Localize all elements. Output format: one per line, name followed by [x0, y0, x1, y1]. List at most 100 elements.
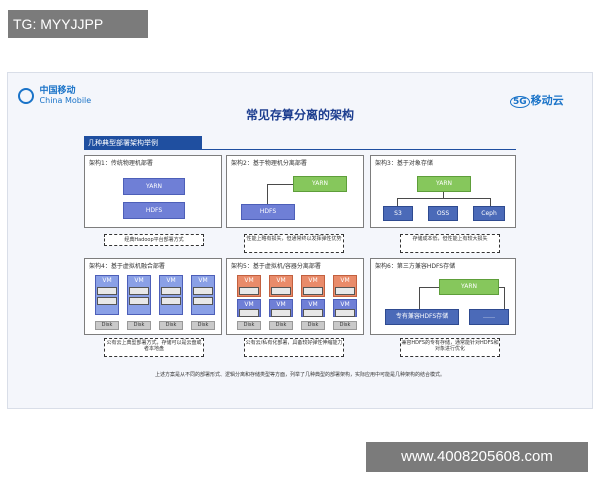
- china-mobile-logo: 中国移动 China Mobile: [18, 86, 91, 105]
- disk-box: Disk: [191, 321, 215, 330]
- vm-box: VM: [301, 299, 325, 317]
- connector-line: [443, 192, 444, 198]
- s3-box: S3: [383, 206, 413, 221]
- section-divider: [84, 149, 516, 150]
- note-arch-5: 公有云/私有化部署，具备较好弹性伸缩能力: [244, 338, 344, 357]
- yarn-box: YARN: [293, 176, 347, 192]
- panel-label: 架构6：第三方兼容HDFS存储: [375, 263, 456, 270]
- other-storage-box: ……: [469, 309, 509, 325]
- vm-label: VM: [276, 301, 286, 308]
- panel-label: 架构4：基于虚拟机融合部署: [89, 263, 165, 270]
- logo-en: China Mobile: [39, 96, 92, 105]
- note-arch-6: 兼容HDFS的专有存储，通常能针对HDFS和对象进行优化: [400, 338, 500, 357]
- vm-service-bar: [129, 287, 149, 295]
- logo-cn: 中国移动: [39, 86, 76, 96]
- connector-line: [267, 184, 293, 185]
- yarn-box: YARN: [439, 279, 499, 295]
- vm-label: VM: [340, 277, 350, 284]
- vm-label: VM: [198, 277, 208, 284]
- vm-service-bar: [97, 297, 117, 305]
- vm-service-bar: [303, 309, 323, 317]
- disk-box: Disk: [95, 321, 119, 330]
- connector-line: [490, 198, 491, 206]
- note-arch-4: 公有云上典型部署方式，存储可以是云盘或者本地盘: [104, 338, 204, 357]
- panel-arch-1: 架构1：传统物理机部署 YARN HDFS: [84, 155, 222, 228]
- panel-arch-3: 架构3：基于对象存储 YARN S3 OSS Ceph: [370, 155, 516, 228]
- yarn-box: YARN: [123, 178, 185, 195]
- panel-label: 架构3：基于对象存储: [375, 160, 433, 167]
- vm-service-bar: [97, 287, 117, 295]
- vm-service-bar: [193, 297, 213, 305]
- vm-label: VM: [102, 277, 112, 284]
- vm-label: VM: [308, 277, 318, 284]
- vm-label: VM: [134, 277, 144, 284]
- note-arch-1: 经典Hadoop平台部署方式: [104, 234, 204, 246]
- vm-box: VM: [301, 275, 325, 297]
- vm-box: VM: [237, 275, 261, 297]
- vm-label: VM: [340, 301, 350, 308]
- vm-service-bar: [161, 287, 181, 295]
- yarn-box: YARN: [417, 176, 471, 192]
- vm-box: VM: [191, 275, 215, 315]
- disk-box: Disk: [159, 321, 183, 330]
- section-label: 几种典型部署架构举例: [84, 136, 202, 150]
- vm-label: VM: [244, 277, 254, 284]
- panel-arch-4: 架构4：基于虚拟机融合部署 VM Disk VM Disk VM Disk VM Disk: [84, 258, 222, 335]
- disk-box: Disk: [237, 321, 261, 330]
- vm-box: VM: [269, 299, 293, 317]
- hdfs-compatible-storage-box: 专有兼容HDFS存储: [385, 309, 459, 325]
- logo-right-name: 移动云: [530, 94, 564, 107]
- vm-service-bar: [335, 309, 355, 317]
- vm-label: VM: [276, 277, 286, 284]
- vm-service-bar: [161, 297, 181, 305]
- connector-line: [499, 287, 505, 288]
- watermark-top: TG: MYYJJPP: [8, 10, 148, 38]
- connector-line: [397, 198, 398, 206]
- panel-arch-6: 架构6：第三方兼容HDFS存储 YARN 专有兼容HDFS存储 ……: [370, 258, 516, 335]
- watermark-bottom: www.4008205608.com: [366, 442, 588, 472]
- connector-line: [397, 198, 491, 199]
- vm-box: VM: [95, 275, 119, 315]
- china-mobile-logo-icon: [18, 87, 34, 104]
- vm-box: VM: [333, 299, 357, 317]
- hdfs-box: HDFS: [123, 202, 185, 219]
- slide-caption: 上述方案是从不同的部署形式、逻辑分离和存储类型等方面，列举了几种典型的部署架构，…: [154, 372, 445, 378]
- vm-service-bar: [239, 287, 259, 295]
- page-title: 常见存算分离的架构: [245, 108, 354, 122]
- vm-box: VM: [237, 299, 261, 317]
- disk-box: Disk: [333, 321, 357, 330]
- vm-service-bar: [335, 287, 355, 295]
- disk-box: Disk: [127, 321, 151, 330]
- connector-line: [419, 287, 420, 309]
- panel-arch-5: 架构5：基于虚拟机/容器分离部署 VM VM Disk VM VM Disk VM VM Dis…: [226, 258, 364, 335]
- vm-label: VM: [244, 301, 254, 308]
- vm-box: VM: [127, 275, 151, 315]
- panel-label: 架构5：基于虚拟机/容器分离部署: [231, 263, 321, 270]
- note-arch-3: 存储成本低，但性能上有较大损失: [400, 234, 500, 253]
- oss-box: OSS: [428, 206, 458, 221]
- panel-label: 架构2：基于物理机分离部署: [231, 160, 307, 167]
- disk-box: Disk: [269, 321, 293, 330]
- vm-service-bar: [271, 287, 291, 295]
- vm-box: VM: [269, 275, 293, 297]
- vm-service-bar: [303, 287, 323, 295]
- vm-box: VM: [333, 275, 357, 297]
- disk-box: Disk: [301, 321, 325, 330]
- panel-arch-2: 架构2：基于物理机分离部署 YARN HDFS: [226, 155, 364, 228]
- vm-label: VM: [166, 277, 176, 284]
- connector-line: [267, 184, 268, 204]
- 5g-icon: 5G: [510, 96, 530, 108]
- connector-line: [504, 287, 505, 309]
- hdfs-box: HDFS: [241, 204, 295, 220]
- vm-service-bar: [129, 297, 149, 305]
- vm-label: VM: [308, 301, 318, 308]
- vm-box: VM: [159, 275, 183, 315]
- ceph-box: Ceph: [473, 206, 505, 221]
- panel-label: 架构1：传统物理机部署: [89, 160, 153, 167]
- connector-line: [419, 287, 439, 288]
- vm-service-bar: [193, 287, 213, 295]
- vm-service-bar: [239, 309, 259, 317]
- note-arch-2: 性能上略有损失，但通常终以发挥弹性优势: [244, 234, 344, 253]
- vm-service-bar: [271, 309, 291, 317]
